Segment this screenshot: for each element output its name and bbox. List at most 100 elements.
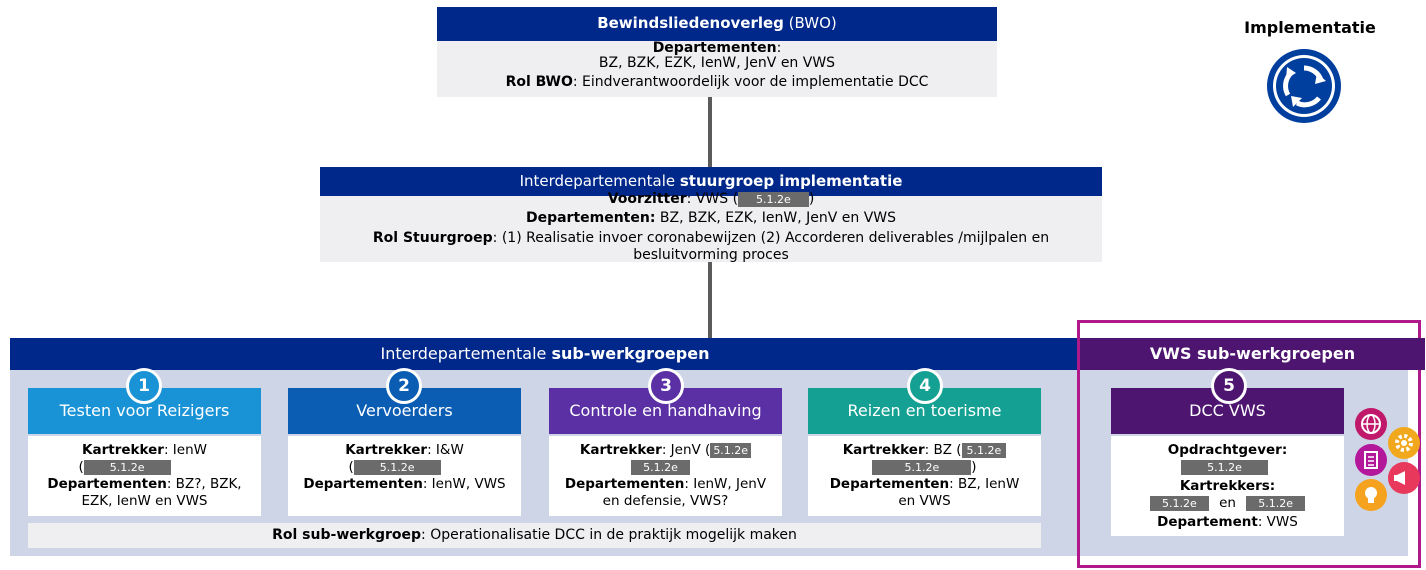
wg1-dept-text1: : BZ?, BZK, bbox=[166, 476, 242, 492]
stuurgroep-chair-text: : VWS ( bbox=[686, 191, 739, 207]
wg3-redact-line: 5.1.2e bbox=[539, 459, 782, 476]
megaphone-icon bbox=[1388, 462, 1420, 494]
wg1-number: 1 bbox=[126, 368, 162, 404]
wg2-dept-line: Departementen: IenW, VWS bbox=[288, 476, 521, 493]
stuurgroep-body: Voorzitter: VWS (5.1.2e) Departementen: … bbox=[320, 191, 1102, 263]
wg5-kar-label-text: Kartrekkers: bbox=[1179, 478, 1276, 494]
wg1-open: ( bbox=[78, 459, 84, 475]
stuurgroep-dept-label: Departementen: bbox=[525, 210, 656, 226]
bwo-box: Bewindsliedenoverleg (BWO) Departementen… bbox=[437, 7, 997, 97]
wg5-opdracht-label: Opdrachtgever: bbox=[1111, 442, 1344, 459]
bwo-dept-colon: : bbox=[776, 40, 782, 56]
wg5-opdracht-label-text: Opdrachtgever: bbox=[1167, 442, 1288, 458]
wg3-number: 3 bbox=[648, 368, 684, 404]
stuurgroep-role-text1: : (1) Realisatie invoer coronabewijzen (… bbox=[492, 230, 1050, 246]
bwo-body: Departementen: BZ, BZK, EZK, IenW, JenV … bbox=[437, 41, 997, 97]
wg1-redact-line: (5.1.2e bbox=[0, 459, 261, 476]
wg1-dept-label: Departementen bbox=[47, 476, 167, 492]
implementatie-label: Implementatie bbox=[1244, 18, 1376, 37]
wg2-body: Kartrekker: I&W (5.1.2e Departementen: I… bbox=[288, 436, 521, 516]
wg4-close: ) bbox=[971, 459, 977, 475]
bwo-dept-label: Departementen bbox=[652, 40, 777, 56]
wg4-dept-line: Departementen: BZ, IenW bbox=[808, 476, 1041, 493]
connector-stuurgroep-sub bbox=[708, 262, 712, 338]
wg3-dept-label: Departementen bbox=[564, 476, 685, 492]
wg5-body: Opdrachtgever: 5.1.2e Kartrekkers: 5.1.2… bbox=[1111, 436, 1344, 536]
stuurgroep-role-line2: besluitvorming proces bbox=[633, 247, 789, 263]
redaction-chair: 5.1.2e bbox=[738, 191, 809, 207]
wg2-dept-text1: : IenW, VWS bbox=[422, 476, 506, 492]
stuurgroep-chair-line: Voorzitter: VWS (5.1.2e) bbox=[320, 191, 1102, 208]
bwo-title-bold: Bewindsliedenoverleg bbox=[597, 14, 784, 32]
wg3-title: Controle en handhaving bbox=[549, 388, 782, 434]
roundabout-icon bbox=[1266, 48, 1342, 124]
sub-role-text: : Operationalisatie DCC in de praktijk m… bbox=[421, 527, 797, 543]
stuurgroep-header: Interdepartementale stuurgroep implement… bbox=[320, 167, 1102, 196]
lightbulb-icon bbox=[1355, 479, 1387, 511]
wg2-kar-line: Kartrekker: I&W bbox=[288, 442, 521, 459]
wg3-dept-line: Departementen: IenW, JenV bbox=[549, 476, 782, 493]
bwo-role-label: Rol BWO bbox=[505, 74, 573, 90]
stuurgroep-role-label: Rol Stuurgroep bbox=[372, 230, 493, 246]
wg5-kar-label: Kartrekkers: bbox=[1111, 478, 1344, 495]
wg3-kar-text: : JenV ( bbox=[661, 442, 711, 458]
bwo-role-line: Rol BWO: Eindverantwoordelijk voor de im… bbox=[437, 75, 997, 90]
vws-header: VWS sub-werkgroepen bbox=[1080, 338, 1425, 370]
redaction-wg4: 5.1.2e bbox=[872, 459, 972, 475]
sub-role-label: Rol sub-werkgroep bbox=[272, 527, 422, 543]
wg1-kar-text: : IenW bbox=[163, 442, 207, 458]
wg5-dept-label: Departement bbox=[1157, 514, 1258, 530]
sub-header: Interdepartementale sub-werkgroepen bbox=[10, 338, 1080, 370]
wg4-redact-line: 5.1.2e) bbox=[808, 459, 1041, 476]
wg1-dept-line2: EZK, IenW en VWS bbox=[81, 493, 208, 509]
stuurgroep-chair-label: Voorzitter bbox=[607, 191, 687, 207]
wg3-dept-text1: : IenW, JenV bbox=[684, 476, 767, 492]
bwo-dept-list: BZ, BZK, EZK, IenW, JenV en VWS bbox=[598, 55, 836, 71]
bwo-role-text: : Eindverantwoordelijk voor de implement… bbox=[572, 74, 929, 90]
gear-icon bbox=[1388, 427, 1420, 459]
wg4-kar-text: : BZ ( bbox=[924, 442, 962, 458]
wg3-kar-line: Kartrekker: JenV (5.1.2e bbox=[549, 442, 782, 459]
sub-role-bar: Rol sub-werkgroep: Operationalisatie DCC… bbox=[28, 523, 1041, 548]
wg3-kar-label: Kartrekker bbox=[579, 442, 662, 458]
wg5-kar-en: en bbox=[1219, 495, 1236, 511]
wg2-kar-label: Kartrekker bbox=[345, 442, 428, 458]
wg1-title: Testen voor Reizigers bbox=[28, 388, 261, 434]
wg1-dept-line: Departementen: BZ?, BZK, bbox=[28, 476, 261, 493]
wg2-redact-line: (5.1.2e bbox=[268, 459, 521, 476]
redaction-kartrekker-a: 5.1.2e bbox=[1150, 495, 1209, 511]
stuurgroep-dept-line: Departementen: BZ, BZK, EZK, IenW, JenV … bbox=[320, 210, 1102, 227]
wg5-dept-text: : VWS bbox=[1257, 514, 1298, 530]
stuurgroep-dept-text: BZ, BZK, EZK, IenW, JenV en VWS bbox=[655, 210, 897, 226]
wg1-body: Kartrekker: IenW (5.1.2e Departementen: … bbox=[28, 436, 261, 516]
wg3-dept-line2: en defensie, VWS? bbox=[602, 493, 729, 509]
wg2-open: ( bbox=[348, 459, 354, 475]
wg4-body: Kartrekker: BZ (5.1.2e 5.1.2e) Departeme… bbox=[808, 436, 1041, 516]
wg2-number: 2 bbox=[386, 368, 422, 404]
bwo-header: Bewindsliedenoverleg (BWO) bbox=[437, 7, 997, 41]
stuurgroep-chair-close: ) bbox=[808, 191, 815, 207]
wg5-opdracht-line: 5.1.2e bbox=[1105, 459, 1344, 476]
globe-icon bbox=[1355, 408, 1387, 440]
redaction-wg2: 5.1.2e bbox=[353, 459, 441, 475]
wg5-kar-line: 5.1.2e en 5.1.2e bbox=[1111, 495, 1344, 512]
redaction-wg1: 5.1.2e bbox=[83, 459, 171, 475]
wg4-dept-label: Departementen bbox=[829, 476, 950, 492]
sub-title-pre: Interdepartementale bbox=[380, 344, 552, 363]
clipboard-icon bbox=[1355, 444, 1387, 476]
stuurgroep-title-pre: Interdepartementale bbox=[519, 172, 680, 190]
redaction-wg4-a: 5.1.2e bbox=[961, 442, 1007, 458]
wg2-dept-label: Departementen bbox=[303, 476, 423, 492]
wg4-dept-line2: en VWS bbox=[898, 493, 951, 509]
stuurgroep-title-bold: stuurgroep implementatie bbox=[679, 172, 903, 190]
redaction-kartrekker-b: 5.1.2e bbox=[1246, 495, 1305, 511]
sub-title-bold: sub-werkgroepen bbox=[551, 344, 710, 363]
bwo-dept-line: Departementen: bbox=[437, 41, 997, 56]
wg4-dept-text1: : BZ, IenW bbox=[949, 476, 1020, 492]
stuurgroep-box: Interdepartementale stuurgroep implement… bbox=[320, 167, 1102, 263]
wg4-kar-line: Kartrekker: BZ (5.1.2e bbox=[808, 442, 1041, 459]
bwo-title-rest: (BWO) bbox=[783, 14, 837, 32]
wg1-kar-label: Kartrekker bbox=[82, 442, 164, 458]
wg4-number: 4 bbox=[907, 368, 943, 404]
wg5-number: 5 bbox=[1211, 368, 1247, 404]
